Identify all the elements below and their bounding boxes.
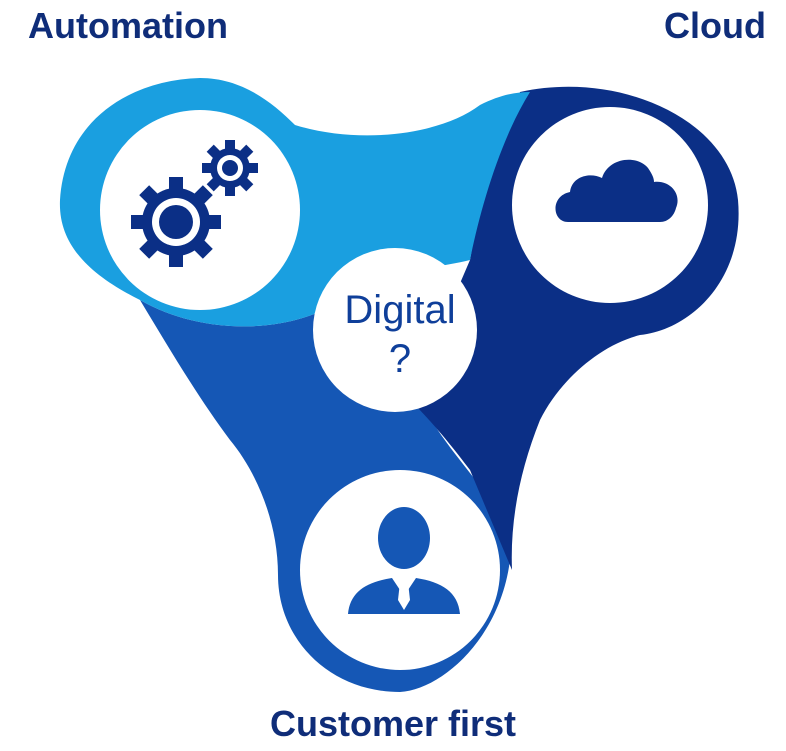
customer-first-circle xyxy=(300,470,500,670)
cloud-label: Cloud xyxy=(664,5,766,46)
digital-center-circle xyxy=(313,248,477,412)
cloud-icon xyxy=(555,159,678,222)
center-text-line1: Digital xyxy=(344,288,455,332)
center-text-line2: ? xyxy=(389,337,411,381)
person-icon xyxy=(348,507,460,614)
customer-first-label: Customer first xyxy=(269,703,517,744)
automation-label: Automation xyxy=(28,5,228,46)
